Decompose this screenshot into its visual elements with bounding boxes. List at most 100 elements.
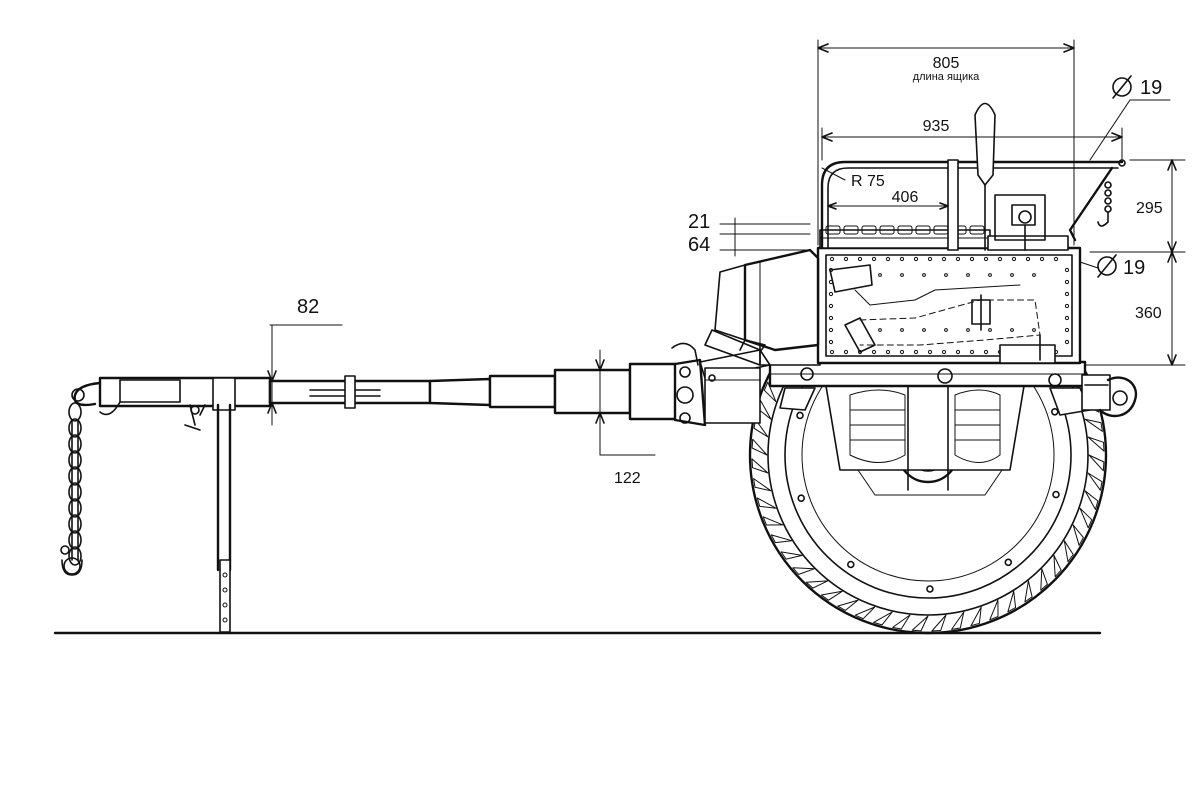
rivet xyxy=(966,328,970,332)
tread-lug xyxy=(1079,507,1093,529)
dim-thickness-b: 64 xyxy=(688,234,710,256)
lid-slat xyxy=(969,225,985,235)
dim-radius: R 75 xyxy=(851,173,885,190)
tread-lug xyxy=(854,606,876,620)
suspension xyxy=(824,365,1026,496)
lid-slat xyxy=(825,225,841,235)
rivet xyxy=(1032,328,1036,332)
rim-bolt xyxy=(926,585,934,593)
chain-link xyxy=(68,434,82,454)
tread-lug xyxy=(873,611,893,626)
chain-link xyxy=(68,418,82,438)
dim-drawbar-offset: 122 xyxy=(614,470,641,487)
dim-inner-width: 406 xyxy=(892,189,919,206)
rivet xyxy=(871,349,877,355)
rivet xyxy=(1064,327,1070,333)
rivet xyxy=(1039,256,1045,262)
rim-bolt xyxy=(796,411,804,420)
hanging-chain xyxy=(1097,181,1112,227)
rivet xyxy=(927,256,933,262)
rim-bolt xyxy=(1051,407,1059,416)
roll-rail xyxy=(820,102,1126,251)
rivet xyxy=(900,328,904,332)
rivet xyxy=(829,256,835,262)
rivet xyxy=(885,349,891,355)
rivet xyxy=(871,256,877,262)
dim-box-length-caption: длина ящика xyxy=(913,71,980,83)
box-lid xyxy=(819,225,1069,251)
rim-bolt xyxy=(797,494,806,503)
rivet xyxy=(983,349,989,355)
rivet xyxy=(966,273,970,277)
chain-link xyxy=(68,530,82,550)
chain-link xyxy=(68,466,82,486)
rivet xyxy=(828,327,834,333)
rivet xyxy=(885,256,891,262)
rivet xyxy=(828,303,834,309)
rivet xyxy=(1064,267,1070,273)
tread-lug xyxy=(989,599,999,621)
rivet xyxy=(1053,256,1059,262)
rivet xyxy=(1010,273,1014,277)
tread-lug xyxy=(1024,580,1033,603)
tread-lug xyxy=(911,615,929,632)
tread-lug xyxy=(1007,590,1017,613)
rivet xyxy=(969,349,975,355)
lid-slat xyxy=(861,225,877,235)
rivet xyxy=(922,328,926,332)
chain-link xyxy=(68,482,82,502)
drawbar-eye-chain xyxy=(60,381,121,576)
cargo-box xyxy=(816,246,1082,365)
rivet xyxy=(899,256,905,262)
rivet xyxy=(955,349,961,355)
rivet xyxy=(843,256,849,262)
tread-lug xyxy=(820,590,843,601)
rivet xyxy=(899,349,905,355)
rivet xyxy=(927,349,933,355)
dim-box-length: 805 xyxy=(933,55,960,72)
rivet xyxy=(988,328,992,332)
drawbar xyxy=(98,339,771,427)
dim-diameter-side: 19 xyxy=(1097,254,1145,279)
tread-lug xyxy=(1084,490,1099,510)
tread-lug xyxy=(1088,454,1105,472)
rivet xyxy=(1011,256,1017,262)
rivet xyxy=(1064,291,1070,297)
chain-link xyxy=(68,402,82,422)
dim-drawbar-width: 82 xyxy=(297,296,319,318)
tread-lug xyxy=(1084,418,1103,432)
tread-lug xyxy=(931,614,947,632)
rim-bolt xyxy=(1004,558,1013,567)
box-rivets xyxy=(828,256,1070,355)
rivet xyxy=(944,273,948,277)
dim-diameter-side-value: 19 xyxy=(1123,257,1145,279)
chassis-frame xyxy=(759,344,1091,416)
rivet xyxy=(900,273,904,277)
tread-lug xyxy=(792,567,815,575)
rivet xyxy=(988,273,992,277)
lid-slat xyxy=(915,225,931,235)
support-leg xyxy=(184,377,236,633)
tread-lug xyxy=(805,580,829,589)
rivet xyxy=(913,256,919,262)
dim-overall-length: 935 xyxy=(923,118,950,135)
rivet xyxy=(913,349,919,355)
rivet xyxy=(983,256,989,262)
rivet xyxy=(878,273,882,277)
lid-slat xyxy=(897,225,913,235)
rivet xyxy=(828,339,834,345)
tread-lug xyxy=(1040,568,1048,591)
chain-link xyxy=(68,450,82,470)
tread-lug xyxy=(951,611,965,630)
tread-lug xyxy=(892,614,911,630)
rivet xyxy=(1064,303,1070,309)
rear-tow-hook xyxy=(1081,374,1138,418)
tread-lug xyxy=(753,419,769,438)
rivet xyxy=(829,349,835,355)
rivet xyxy=(955,256,961,262)
tread-lug xyxy=(753,478,772,492)
rivet xyxy=(878,328,882,332)
rivet xyxy=(1064,279,1070,285)
dimension-lines xyxy=(267,39,1186,456)
